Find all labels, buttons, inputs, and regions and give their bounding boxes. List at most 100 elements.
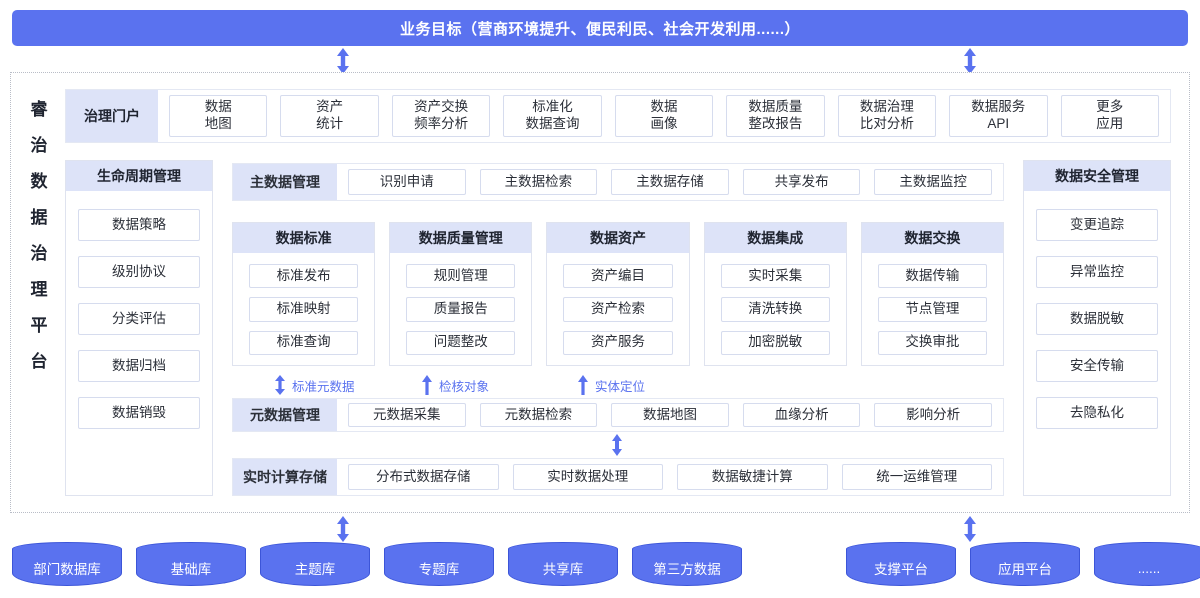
data-source-cylinder[interactable]: ...... [1094,542,1200,586]
capability-item[interactable]: 数据传输 [877,264,988,289]
master-data-item[interactable]: 主数据检索 [479,169,598,195]
capability-item[interactable]: 标准映射 [249,297,359,322]
capability-item[interactable]: 加密脱敏 [720,330,830,355]
data-security-items: 变更追踪 异常监控 数据脱敏 安全传输 去隐私化 [1024,191,1170,497]
capability-item[interactable]: 资产服务 [563,330,673,355]
security-item[interactable]: 异常监控 [1036,256,1158,288]
capability-item[interactable]: 资产检索 [563,297,673,322]
data-source-cylinder[interactable]: 共享库 [508,542,618,586]
portal-app-item[interactable]: 数据服务 API [949,95,1048,137]
capability-item[interactable]: 标准查询 [249,330,359,355]
capability-item[interactable]: 节点管理 [877,297,988,322]
compute-item[interactable]: 实时数据处理 [512,464,663,490]
lifecycle-item[interactable]: 数据销毁 [78,397,200,429]
portal-app-item[interactable]: 标准化 数据查询 [503,95,602,137]
portal-app-item[interactable]: 数据 画像 [614,95,714,137]
portal-app-item[interactable]: 更多 应用 [1060,95,1159,137]
portal-app-item[interactable]: 数据治理 比对分析 [837,95,937,137]
compute-item[interactable]: 数据敏捷计算 [677,464,828,490]
portal-app-item[interactable]: 资产交换 频率分析 [391,95,491,137]
capability-title: 数据标准 [233,223,375,253]
platform-title-char: 治 [30,244,48,263]
master-data-row: 主数据管理 识别申请 主数据检索 主数据存储 共享发布 主数据监控 [232,163,1004,201]
lifecycle-management-panel: 生命周期管理 数据策略 级别协议 分类评估 数据归档 数据销毁 [65,160,213,496]
security-item[interactable]: 数据脱敏 [1036,303,1158,335]
realtime-compute-label: 实时计算存储 [233,459,337,495]
security-item[interactable]: 去隐私化 [1036,397,1158,429]
connector-arrow-banner-left [335,48,351,74]
connector-arrow-banner-right [962,48,978,74]
capability-item[interactable]: 标准发布 [249,264,359,289]
master-data-item[interactable]: 共享发布 [742,169,861,195]
annotation-label: 标准元数据 [292,379,355,394]
master-data-item[interactable]: 识别申请 [348,169,466,195]
capability-item[interactable]: 规则管理 [406,264,516,289]
data-source-cylinder[interactable]: 应用平台 [970,542,1080,586]
metadata-item[interactable]: 元数据采集 [348,403,466,427]
data-source-label: 主题库 [294,562,336,577]
data-source-cylinder[interactable]: 主题库 [260,542,370,586]
capability-columns: 数据标准 标准发布 标准映射 标准查询 数据质量管理 规则管理 质量报告 问题整… [232,222,1005,367]
capability-item[interactable]: 质量报告 [406,297,516,322]
annotation-standard-metadata: 标准元数据 [274,375,355,395]
data-source-cylinder[interactable]: 支撑平台 [846,542,956,586]
platform-vertical-title: 睿 治 数 据 治 理 平 台 [22,92,56,380]
data-source-label: 专题库 [418,562,460,577]
capability-item[interactable]: 实时采集 [720,264,830,289]
data-source-label: 基础库 [170,562,212,577]
security-item[interactable]: 安全传输 [1036,350,1158,382]
data-source-label: 共享库 [542,562,584,577]
master-data-item[interactable]: 主数据存储 [611,169,729,195]
lifecycle-item[interactable]: 级别协议 [78,256,200,288]
metadata-item[interactable]: 血缘分析 [742,403,861,427]
connector-arrow-sources-left [335,516,351,542]
capability-item[interactable]: 清洗转换 [720,297,830,322]
capability-column-data-quality: 数据质量管理 规则管理 质量报告 问题整改 [389,222,533,366]
platform-title-char: 数 [30,172,48,191]
capability-item[interactable]: 资产编目 [563,264,673,289]
metadata-annotations: 标准元数据 检核对象 实体定位 [232,374,1004,396]
capability-items: 资产编目 资产检索 资产服务 [547,253,688,367]
data-source-cylinder[interactable]: 第三方数据 [632,542,742,586]
master-data-item[interactable]: 主数据监控 [874,169,992,195]
lifecycle-item[interactable]: 数据策略 [78,209,200,241]
capability-items: 实时采集 清洗转换 加密脱敏 [705,253,846,367]
data-source-cylinder[interactable]: 部门数据库 [12,542,122,586]
platform-title-char: 理 [30,280,48,299]
metadata-item[interactable]: 影响分析 [874,403,992,427]
master-data-items: 识别申请 主数据检索 主数据存储 共享发布 主数据监控 [337,164,1003,200]
cylinder-body-icon [260,549,370,586]
compute-item[interactable]: 分布式数据存储 [348,464,499,490]
portal-app-item[interactable]: 资产 统计 [280,95,379,137]
lifecycle-item[interactable]: 数据归档 [78,350,200,382]
lifecycle-management-items: 数据策略 级别协议 分类评估 数据归档 数据销毁 [66,191,212,497]
platform-title-char: 睿 [30,100,48,119]
up-arrow-icon [577,375,589,395]
platform-title-char: 据 [30,208,48,227]
security-item[interactable]: 变更追踪 [1036,209,1158,241]
lifecycle-item[interactable]: 分类评估 [78,303,200,335]
capability-column-data-exchange: 数据交换 数据传输 节点管理 交换审批 [860,222,1005,367]
cylinder-body-icon [136,549,246,586]
cylinder-body-icon [12,549,122,586]
connector-arrow-metadata-compute [610,434,626,456]
data-source-cylinder[interactable]: 专题库 [384,542,494,586]
capability-items: 数据传输 节点管理 交换审批 [862,253,1003,367]
cylinder-body-icon [1094,549,1200,586]
cylinder-body-icon [508,549,618,586]
business-goal-banner: 业务目标（营商环境提升、便民利民、社会开发利用......） [12,10,1188,46]
portal-app-item[interactable]: 数据质量 整改报告 [726,95,825,137]
compute-item[interactable]: 统一运维管理 [841,464,992,490]
capability-item[interactable]: 交换审批 [877,330,988,355]
annotation-entity-location: 实体定位 [577,375,645,395]
capability-title: 数据集成 [704,223,846,253]
data-source-cylinder[interactable]: 基础库 [136,542,246,586]
metadata-item[interactable]: 数据地图 [611,403,729,427]
capability-column-data-integration: 数据集成 实时采集 清洗转换 加密脱敏 [703,222,847,367]
platform-title-char: 平 [30,316,48,335]
capability-item[interactable]: 问题整改 [406,330,516,355]
portal-app-item[interactable]: 数据 地图 [169,95,268,137]
metadata-management-items: 元数据采集 元数据检索 数据地图 血缘分析 影响分析 [337,399,1003,431]
capability-title: 数据交换 [861,223,1004,253]
metadata-item[interactable]: 元数据检索 [479,403,598,427]
